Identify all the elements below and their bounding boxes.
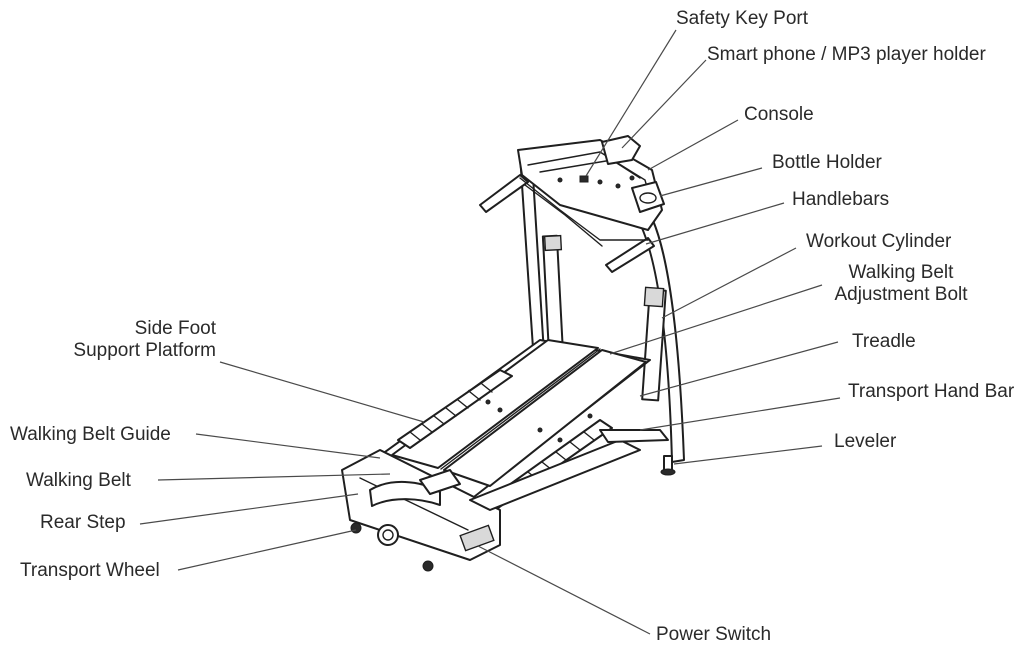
handlebars	[479, 174, 655, 273]
label-handlebars: Handlebars	[792, 189, 890, 210]
leader-leveler	[673, 445, 823, 465]
label-transport-wheel: Transport Wheel	[20, 560, 160, 581]
leader-side-foot-support	[219, 361, 425, 423]
leader-workout-cylinder	[661, 247, 797, 319]
leader-treadle	[639, 341, 839, 397]
leader-phone-holder	[621, 59, 707, 149]
label-transport-hand-bar: Transport Hand Bar	[848, 381, 1015, 402]
leader-walking-belt-guide	[195, 433, 381, 459]
label-side-foot-support-platform: Side Foot Support Platform	[40, 318, 216, 362]
label-rear-step: Rear Step	[40, 512, 126, 533]
leader-console	[647, 119, 739, 171]
label-workout-cylinder: Workout Cylinder	[806, 231, 952, 252]
label-safety-key-port: Safety Key Port	[676, 8, 809, 29]
label-walking-belt-adjustment-bolt-line2: Adjustment Bolt	[834, 284, 968, 305]
workout-cylinders	[541, 234, 667, 402]
label-leveler: Leveler	[834, 431, 897, 452]
rear-base	[341, 449, 501, 572]
label-walking-belt-guide: Walking Belt Guide	[10, 424, 171, 445]
label-walking-belt: Walking Belt	[26, 470, 131, 491]
leader-bottle-holder	[659, 167, 763, 197]
leader-power-switch	[477, 545, 651, 635]
label-treadle: Treadle	[852, 331, 916, 352]
leader-walking-belt	[157, 473, 391, 481]
leader-walking-belt-adjustment-bolt	[609, 284, 823, 355]
leader-handlebars	[645, 202, 785, 245]
label-console: Console	[744, 104, 814, 125]
leader-safety-key-port	[585, 29, 677, 177]
label-power-switch: Power Switch	[656, 624, 772, 645]
leader-transport-hand-bar	[639, 397, 841, 431]
upright-frame	[517, 135, 685, 463]
front-base	[469, 429, 676, 511]
label-phone-holder: Smart phone / MP3 player holder	[707, 44, 986, 65]
label-side-foot-support-platform-line1: Side Foot	[134, 318, 216, 339]
label-walking-belt-adjustment-bolt-line1: Walking Belt	[848, 262, 954, 283]
label-bottle-holder: Bottle Holder	[772, 152, 882, 173]
leader-transport-wheel	[177, 529, 357, 571]
leader-lines	[139, 29, 841, 635]
label-side-foot-support-platform-line2: Support Platform	[73, 340, 216, 361]
label-walking-belt-adjustment-bolt: Walking Belt Adjustment Bolt	[826, 262, 976, 306]
leader-rear-step	[139, 493, 359, 525]
